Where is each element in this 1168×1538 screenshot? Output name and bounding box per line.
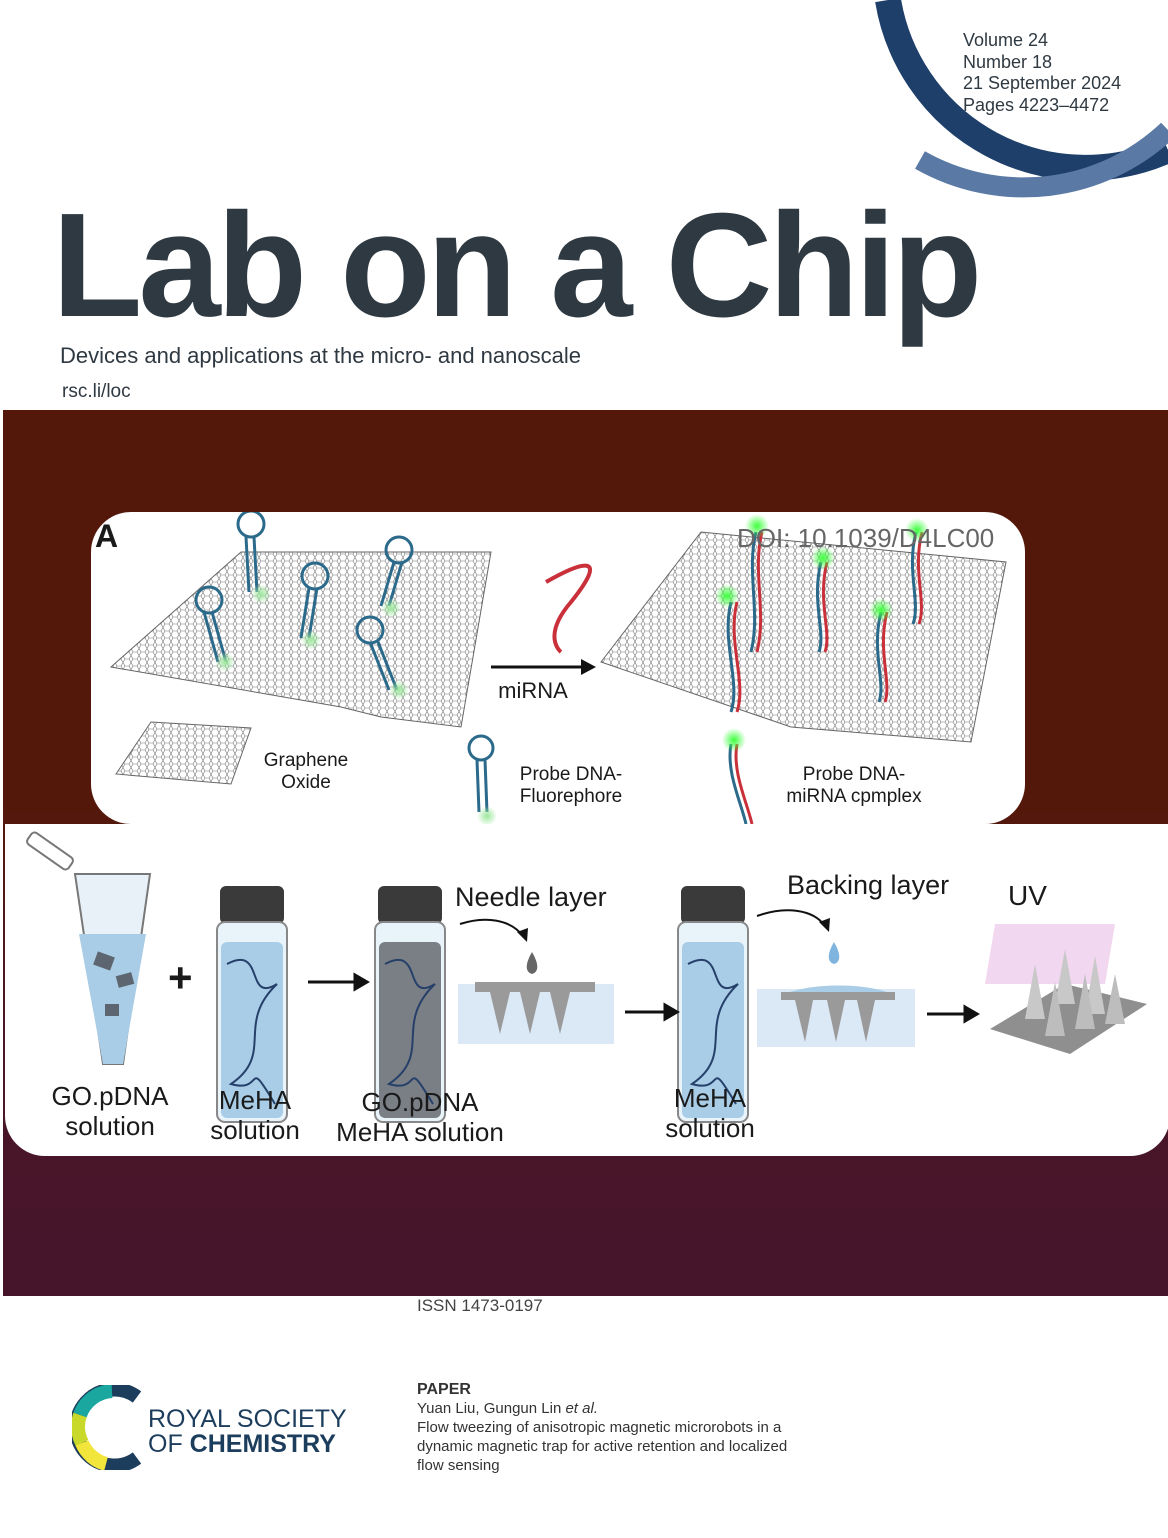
legend-complex-label: Probe DNA- miRNA cpmplex xyxy=(786,764,922,807)
panel-a-letter: A xyxy=(95,518,119,554)
issue-pages: Pages 4223–4472 xyxy=(963,94,1110,115)
issue-number: Number 18 xyxy=(963,51,1053,72)
figure-panel-a: A DOI: 10.1039/D4LC00 miRNA Graphene Oxi… xyxy=(91,512,1025,824)
legend-complex-icon xyxy=(728,743,754,824)
volume: Volume 24 xyxy=(963,30,1049,50)
paper-label: PAPER xyxy=(417,1381,471,1398)
mirna-label: miRNA xyxy=(498,678,568,703)
figure-panel-b: Needle layer Backing layer UV + GO.pDNA … xyxy=(5,824,1168,1156)
active-fluorophores xyxy=(715,514,929,622)
rsc-name-line2: OF CHEMISTRY xyxy=(148,1430,336,1458)
decorative-arcs xyxy=(875,0,1168,198)
step4-label: MeHA solution xyxy=(665,1083,755,1143)
graphene-sheet-right xyxy=(600,531,1007,743)
step1-label: GO.pDNA solution xyxy=(51,1081,169,1141)
issn: ISSN 1473-0197 xyxy=(417,1296,543,1315)
paper-authors: Yuan Liu, Gungun Lin et al. xyxy=(417,1400,598,1417)
featured-paper[interactable]: PAPER Yuan Liu, Gungun Lin et al. Flow t… xyxy=(417,1380,897,1475)
issue-date: 21 September 2024 xyxy=(963,73,1122,93)
plus-sign: + xyxy=(168,954,193,1001)
quenched-fluorophores xyxy=(215,584,409,700)
backing-layer-label: Backing layer xyxy=(787,870,950,900)
panel-b-illustration xyxy=(26,831,1147,1123)
backing-mold xyxy=(756,909,915,1047)
step3-label: GO.pDNA MeHA solution xyxy=(336,1087,504,1147)
paper-title-line3: flow sensing xyxy=(417,1457,500,1474)
rsc-name-line1: ROYAL SOCIETY xyxy=(148,1405,347,1433)
microtube-icon xyxy=(26,831,152,1065)
cover-artwork: A DOI: 10.1039/D4LC00 miRNA Graphene Oxi… xyxy=(3,410,1168,1296)
legend-graphene-label: Graphene Oxide xyxy=(263,750,349,793)
panel-a-illustration xyxy=(109,512,1007,824)
legend-graphene-icon xyxy=(115,721,252,785)
journal-tagline: Devices and applications at the micro- a… xyxy=(60,343,581,368)
doi-overlay: DOI: 10.1039/D4LC00 xyxy=(737,523,995,553)
rsc-logo[interactable]: ROYAL SOCIETY OF CHEMISTRY xyxy=(72,1385,372,1470)
step2-label: MeHA solution xyxy=(210,1085,300,1145)
mirna-strand xyxy=(545,563,593,654)
paper-title-line1: Flow tweezing of anisotropic magnetic mi… xyxy=(417,1419,782,1436)
rsc-logo-mark xyxy=(72,1385,142,1470)
needle-mold xyxy=(458,918,614,1044)
process-arrows xyxy=(308,972,980,1024)
journal-url[interactable]: rsc.li/loc xyxy=(62,381,131,402)
microneedle-array-uv xyxy=(985,924,1147,1054)
paper-title-line2: dynamic magnetic trap for active retenti… xyxy=(417,1438,788,1455)
journal-title: Lab on a Chip xyxy=(52,183,982,348)
vial-gopdna-mehe xyxy=(374,886,446,1123)
uv-label: UV xyxy=(1008,880,1047,911)
duplex-strands xyxy=(726,531,924,713)
legend-probe-icon xyxy=(467,734,495,813)
vial-mehe-1 xyxy=(216,886,288,1123)
needle-layer-label: Needle layer xyxy=(455,882,607,912)
legend-probe-label: Probe DNA- Fluorephore xyxy=(519,764,623,807)
vial-mehe-2 xyxy=(677,886,749,1123)
issue-info: Volume 24 Number 18 21 September 2024 Pa… xyxy=(963,30,1121,116)
